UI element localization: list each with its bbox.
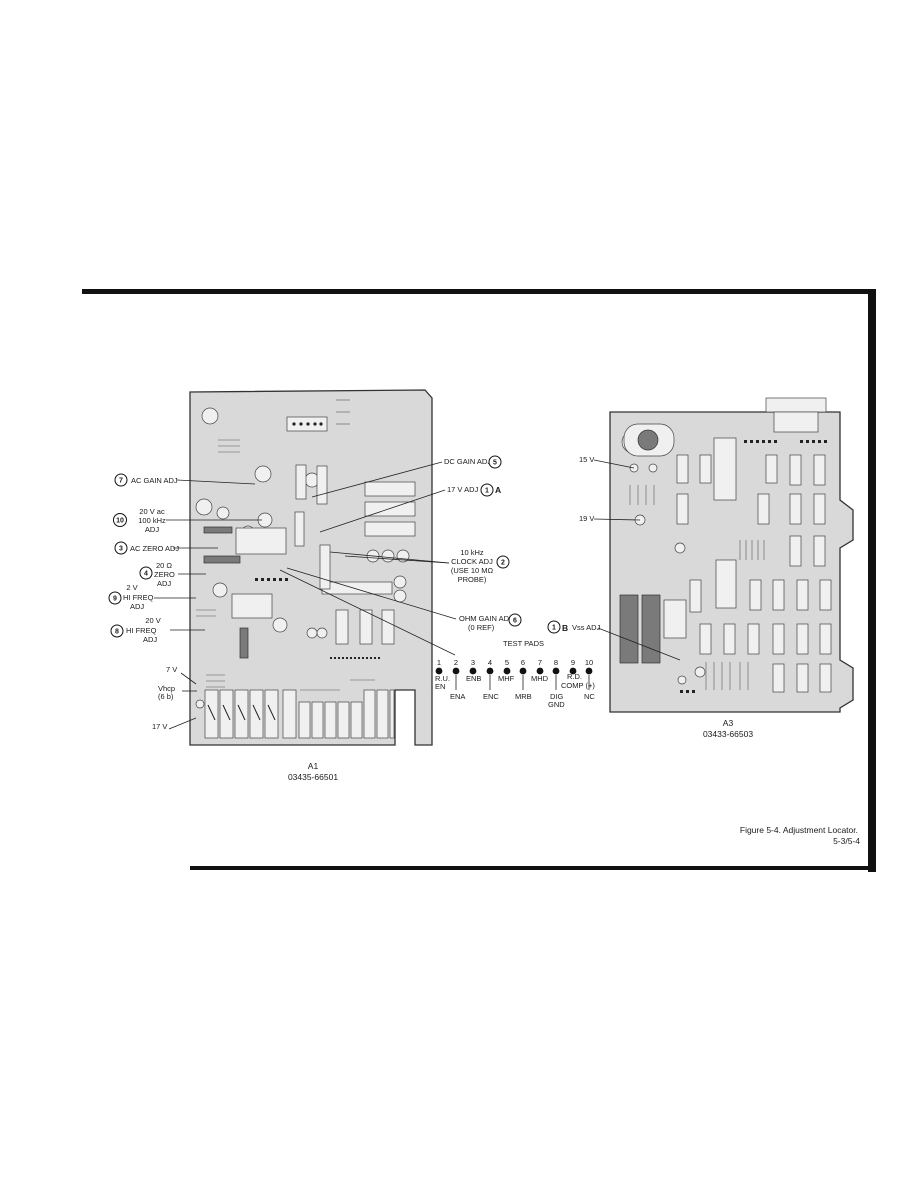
- a1-voltage-vhcp: Vhcp: [158, 684, 175, 693]
- svg-text:(6 b): (6 b): [158, 692, 174, 701]
- a3-voltage-19v: 19 V: [579, 514, 594, 523]
- test-pad-number: 2: [454, 658, 458, 667]
- pad-label-dig-gnd: DIG: [550, 692, 564, 701]
- test-pad-number: 4: [488, 658, 492, 667]
- callout-number: 5: [493, 460, 497, 467]
- test-pad-number: 8: [554, 658, 558, 667]
- callout-suffix: A: [495, 485, 501, 495]
- svg-text:COMP (+): COMP (+): [561, 681, 595, 690]
- figure-caption: Figure 5-4. Adjustment Locator.: [740, 825, 858, 835]
- test-pad-number: 6: [521, 658, 525, 667]
- a3-part-number: 03433-66503: [703, 729, 753, 739]
- a3-voltage-15v: 15 V: [579, 455, 594, 464]
- svg-text:100 kHz: 100 kHz: [138, 516, 166, 525]
- callout-dc-gain-adj: DC GAIN ADJ 5: [311, 455, 502, 498]
- pad-label-nc: NC: [584, 692, 595, 701]
- svg-text:ADJ: ADJ: [143, 635, 157, 644]
- callout-number: 2: [501, 560, 505, 567]
- test-pad-number: 7: [538, 658, 542, 667]
- svg-text:2 V: 2 V: [126, 583, 137, 592]
- callout-ac-gain-adj: 7 AC GAIN ADJ: [114, 473, 256, 487]
- callout-10khz-clock-adj: 10 kHz CLOCK ADJ (USE 10 MΩ PROBE) 2: [329, 548, 510, 584]
- board-a1: A1 03435-66501: [189, 389, 433, 782]
- callout-ac-zero-adj: 3 AC ZERO ADJ: [114, 541, 218, 555]
- callout-number: 6: [513, 618, 517, 625]
- test-pad-number: 5: [505, 658, 509, 667]
- svg-text:20 Ω: 20 Ω: [156, 561, 172, 570]
- a3-board-name: A3: [723, 718, 734, 728]
- test-pads-title: TEST PADS: [503, 639, 544, 648]
- svg-text:CLOCK ADJ: CLOCK ADJ: [451, 557, 493, 566]
- callout-20v-100khz-adj: 20 V ac 100 kHz ADJ 10: [113, 507, 262, 534]
- callout-number: 3: [119, 546, 123, 553]
- svg-text:OHM GAIN ADJ: OHM GAIN ADJ: [459, 614, 513, 623]
- svg-text:ZERO: ZERO: [154, 570, 175, 579]
- svg-text:EN: EN: [435, 682, 445, 691]
- right-edge-bar: [868, 289, 876, 872]
- svg-text:ADJ: ADJ: [145, 525, 159, 534]
- pad-label-enc: ENC: [483, 692, 499, 701]
- svg-text:HI FREQ: HI FREQ: [123, 593, 154, 602]
- callout-label: AC GAIN ADJ: [131, 476, 178, 485]
- pad-label-ena: ENA: [450, 692, 465, 701]
- callout-suffix: B: [562, 623, 568, 633]
- test-pad-numbers: 1 2 3 4 5 6 7 8 9 10: [437, 658, 593, 667]
- a1-right-callouts: DC GAIN ADJ 5 17 V ADJ 1 A 10 kHz CLOCK …: [279, 455, 522, 656]
- callout-number: 10: [116, 518, 124, 525]
- svg-text:20 V: 20 V: [145, 616, 160, 625]
- a1-voltage-7v: 7 V: [166, 665, 177, 674]
- callout-vss-adj: 1 B Vss ADJ: [547, 620, 681, 661]
- a1-voltage-17v: 17 V: [152, 722, 167, 731]
- board-a3: A3 03433-66503: [609, 397, 854, 739]
- svg-text:HI FREQ: HI FREQ: [126, 626, 157, 635]
- a1-left-callouts: 7 AC GAIN ADJ 20 V ac 100 kHz ADJ 10 3 A…: [108, 473, 262, 731]
- svg-text:(USE 10 MΩ: (USE 10 MΩ: [451, 566, 494, 575]
- callout-number: 4: [144, 571, 148, 578]
- a1-board-name: A1: [308, 761, 319, 771]
- callout-label: DC GAIN ADJ: [444, 457, 491, 466]
- callout-20ohm-zero-adj: 4 20 Ω ZERO ADJ: [139, 561, 206, 588]
- pad-label-enb: ENB: [466, 674, 481, 683]
- test-pads: TEST PADS 1 2 3 4 5 6 7 8 9 10: [435, 639, 595, 709]
- callout-label: 17 V ADJ: [447, 485, 479, 494]
- svg-text:GND: GND: [548, 700, 565, 709]
- top-rule: [82, 289, 872, 294]
- test-pad-number: 9: [571, 658, 575, 667]
- svg-text:10 kHz: 10 kHz: [460, 548, 484, 557]
- svg-text:(0 REF): (0 REF): [468, 623, 495, 632]
- test-pad-number: 3: [471, 658, 475, 667]
- svg-text:ADJ: ADJ: [130, 602, 144, 611]
- pad-label-mhf: MHF: [498, 674, 515, 683]
- callout-number: 1: [485, 488, 489, 495]
- page-number: 5-3/5-4: [833, 836, 860, 846]
- callout-17v-adj: 17 V ADJ 1 A: [319, 483, 501, 533]
- callout-number: 1: [552, 625, 556, 632]
- callout-label: AC ZERO ADJ: [130, 544, 179, 553]
- callout-20v-hi-freq-adj: 20 V 8 HI FREQ ADJ: [110, 616, 205, 644]
- callout-number: 7: [119, 478, 123, 485]
- callout-2v-hi-freq-adj: 2 V 9 HI FREQ ADJ: [108, 583, 196, 611]
- test-pad-number: 1: [437, 658, 441, 667]
- pad-label-ru-en: R.U.: [435, 674, 450, 683]
- test-pad-dots: [435, 667, 593, 675]
- callout-ohm-gain-adj: OHM GAIN ADJ (0 REF) 6: [286, 567, 522, 632]
- bottom-rule: [190, 866, 876, 870]
- svg-text:20 V ac: 20 V ac: [139, 507, 165, 516]
- callout-number: 9: [113, 596, 117, 603]
- a1-part-number: 03435-66501: [288, 772, 338, 782]
- a3-callouts: 15 V 19 V 1 B Vss ADJ: [547, 455, 681, 661]
- pad-label-mhd: MHD: [531, 674, 549, 683]
- pad-label-rd-comp: R.D.: [567, 672, 582, 681]
- callout-number: 8: [115, 629, 119, 636]
- svg-text:PROBE): PROBE): [458, 575, 487, 584]
- pad-label-mrb: MRB: [515, 692, 532, 701]
- test-pad-number: 10: [585, 658, 593, 667]
- svg-text:ADJ: ADJ: [157, 579, 171, 588]
- callout-label: Vss ADJ: [572, 623, 601, 632]
